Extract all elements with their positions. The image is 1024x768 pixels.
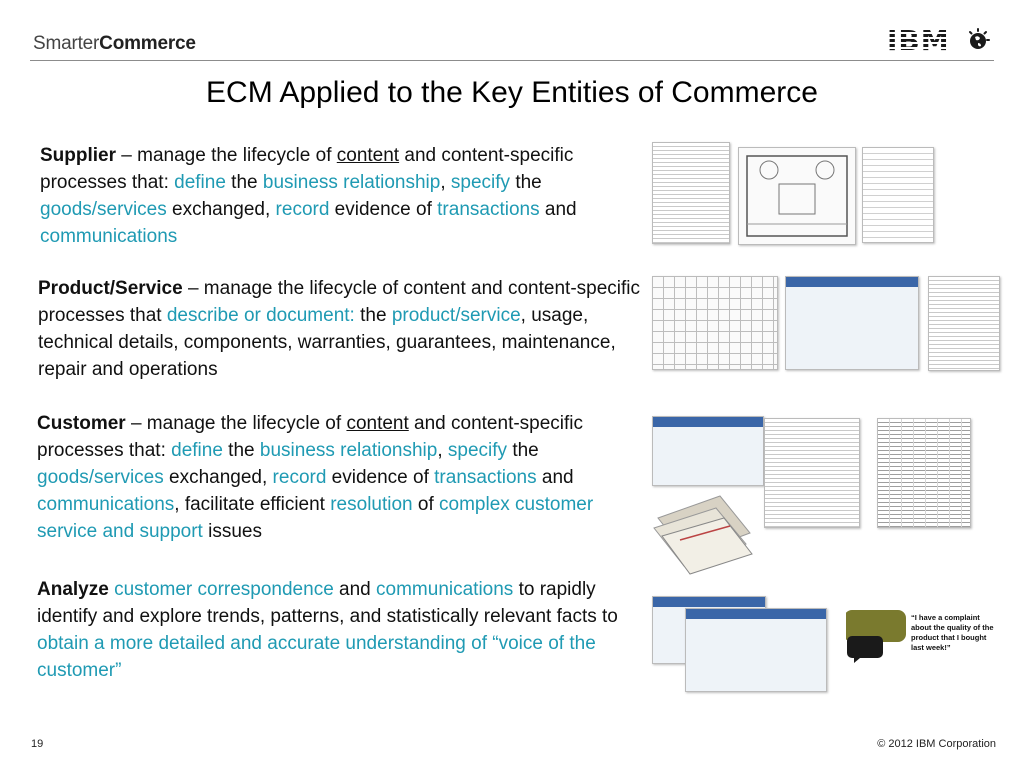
- speech-bubbles-icon: [846, 610, 906, 663]
- header-rule: [30, 60, 994, 61]
- letter-document-thumbnail: [928, 276, 1000, 371]
- customer-label: Customer: [37, 413, 126, 434]
- customer-quote: “I have a complaint about the quality of…: [911, 613, 994, 652]
- contract-document-thumbnail: [652, 142, 730, 244]
- customer-section: Customer – manage the lifecycle of conte…: [37, 413, 594, 542]
- email-title-bar: [653, 417, 763, 427]
- outlook-title-bar: [686, 609, 826, 619]
- supplier-label: Supplier: [40, 145, 117, 166]
- slide-title: ECM Applied to the Key Entities of Comme…: [206, 76, 818, 109]
- copyright: © 2012 IBM Corporation: [877, 738, 996, 750]
- product-service-label: Product/Service: [38, 278, 183, 299]
- smartercommerce-logo: SmarterCommerce: [33, 33, 196, 54]
- product-service-section: Product/Service – manage the lifecycle o…: [38, 278, 640, 380]
- data-table-thumbnail: [877, 418, 971, 528]
- invoice-thumbnail: [862, 147, 934, 243]
- page-number: 19: [31, 738, 44, 750]
- analyze-section: Analyze customer correspondence and comm…: [37, 579, 618, 681]
- guide-header-bar: [786, 277, 918, 287]
- application-form-thumbnail: [764, 418, 860, 528]
- email-window-thumbnail: [652, 416, 764, 486]
- notepad-title-bar: [653, 597, 765, 607]
- ibm-logo: IBM: [887, 24, 950, 57]
- floor-plan-drawing: [746, 155, 848, 237]
- analyze-label: Analyze: [37, 579, 109, 600]
- schematic-diagram-thumbnail: [652, 276, 778, 370]
- supplier-section: Supplier – manage the lifecycle of conte…: [40, 145, 577, 247]
- installation-guide-thumbnail: [785, 276, 919, 370]
- smarter-planet-icon: [969, 28, 990, 49]
- outlook-window-thumbnail: [685, 608, 827, 692]
- letter-stack-icon: [653, 495, 753, 575]
- floor-plan-thumbnail: [738, 147, 856, 245]
